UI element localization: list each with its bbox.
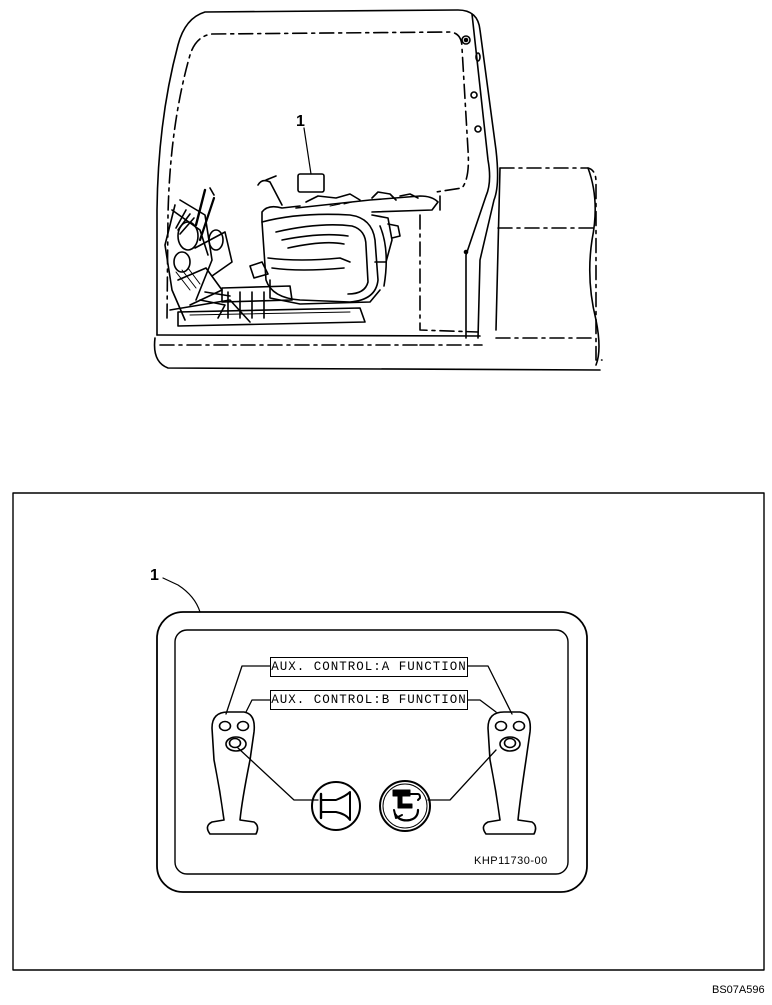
machine-body	[499, 167, 603, 361]
callout-number-detail: 1	[150, 567, 159, 584]
floor-plate	[177, 285, 366, 327]
detail-frame	[12, 492, 765, 971]
connector-lines	[225, 665, 513, 801]
decal-part-number: KHP11730-00	[474, 855, 548, 867]
cab-base	[153, 337, 601, 371]
left-joystick	[206, 711, 259, 835]
cab-illustration	[153, 9, 603, 371]
cab-rear-pillar	[465, 13, 491, 339]
horn-icon	[311, 781, 361, 831]
monitor-box	[297, 173, 325, 193]
dashboard	[164, 187, 251, 323]
decal-outer	[156, 611, 588, 893]
callout-leader-detail	[162, 577, 201, 613]
callout-leader-top	[303, 127, 312, 175]
figure-code: BS07A596	[712, 984, 765, 996]
right-joystick	[482, 711, 537, 835]
cab-frame-inner	[166, 31, 470, 319]
aux-control-b-label: AUX. CONTROL:B FUNCTION	[270, 690, 468, 710]
callout-number-top: 1	[296, 113, 305, 130]
aux-control-a-label: AUX. CONTROL:A FUNCTION	[270, 657, 468, 677]
operator-seat	[249, 175, 439, 305]
decal-inner	[174, 629, 569, 875]
cab-frame-outer	[156, 9, 499, 339]
auxiliary-hydraulic-icon	[379, 780, 431, 832]
